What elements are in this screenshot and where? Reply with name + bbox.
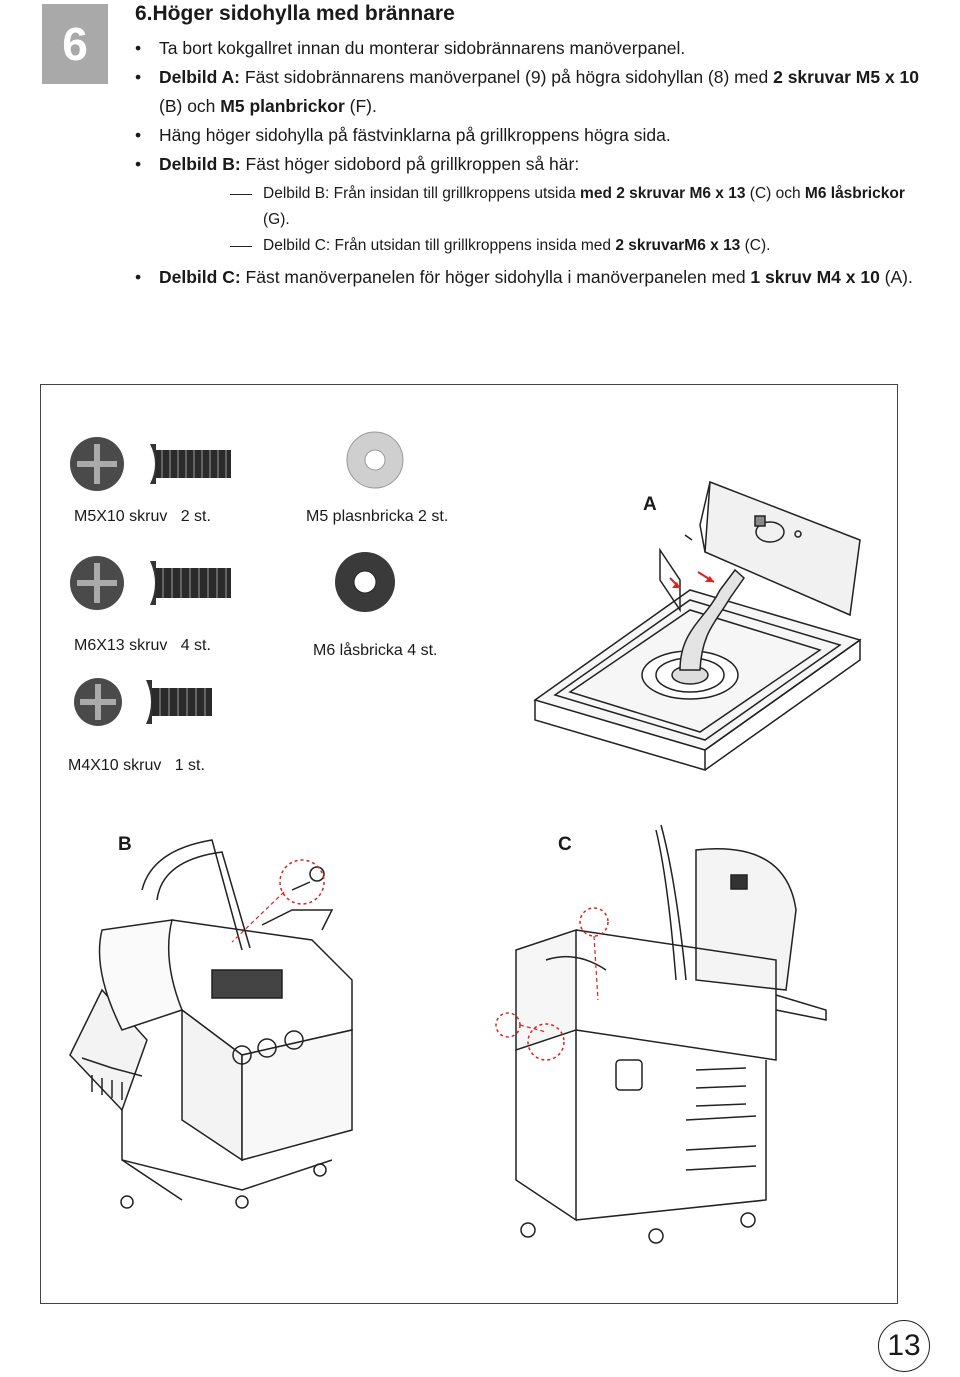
m5-screw-illustration	[70, 437, 231, 491]
text-run: 1 skruv M4 x 10	[750, 267, 880, 287]
panel-c-label: C	[558, 834, 572, 855]
m5-washer-illustration	[346, 431, 404, 489]
text-run: M5 planbrickor	[220, 96, 345, 116]
text-run: 2 skruvar M5 x 10	[773, 67, 920, 87]
grill-panel-b-illustration	[69, 839, 353, 1209]
page-number: 13	[878, 1320, 930, 1372]
instruction-item: Delbild B: Fäst höger sidobord på grillk…	[135, 150, 925, 179]
m6-screw-label: M6X13 skruv 4 st.	[74, 637, 211, 654]
m5-washer-label: M5 plasnbricka 2 st.	[306, 508, 449, 525]
instruction-item: Ta bort kokgallret innan du monterar sid…	[135, 34, 925, 63]
m6-screw-illustration	[70, 556, 231, 610]
instruction-item: Delbild C: Fäst manöverpanelen för höger…	[135, 263, 925, 292]
m4-screw-label: M4X10 skruv 1 st.	[68, 757, 205, 774]
text-run: (F).	[344, 96, 377, 116]
grill-panel-c-illustration	[495, 824, 827, 1244]
text-run: (C) och	[745, 185, 805, 202]
text-run: Delbild C:	[159, 267, 241, 287]
instruction-item: Delbild A: Fäst sidobrännarens manöverpa…	[135, 63, 925, 121]
text-run: Delbild B:	[159, 154, 241, 174]
text-run: (A).	[879, 267, 913, 287]
text-run: Fäst manöverpanelen för höger sidohylla …	[240, 267, 751, 287]
text-run: Delbild C: Från utsidan till grillkroppe…	[263, 237, 616, 254]
panel-b-label: B	[118, 834, 132, 855]
m6-lockwasher-illustration	[335, 552, 395, 612]
side-burner-panel-illustration	[533, 480, 862, 772]
text-run: 2 skruvarM6 x 13	[615, 237, 741, 254]
text-run: Delbild B: Från insidan till grillkroppe…	[263, 185, 581, 202]
sub-instruction-item: Delbild B: Från insidan till grillkroppe…	[135, 181, 925, 233]
text-run: M6 låsbrickor	[804, 185, 905, 202]
text-run: Fäst höger sidobord på grillkroppen så h…	[240, 154, 580, 174]
text-run: Fäst sidobrännarens manöverpanel (9) på …	[240, 67, 774, 87]
text-run: Delbild A:	[159, 67, 241, 87]
step-number-box: 6	[42, 4, 108, 84]
text-run: med 2 skruvar M6 x 13	[580, 185, 746, 202]
hardware-and-assembly-figure	[40, 384, 898, 1304]
instruction-item: Häng höger sidohylla på fästvinklarna på…	[135, 121, 925, 150]
sub-instruction-item: Delbild C: Från utsidan till grillkroppe…	[135, 233, 925, 259]
m5-screw-label: M5X10 skruv 2 st.	[74, 508, 211, 525]
text-run: (G).	[263, 211, 290, 228]
page-title: 6.Höger sidohylla med brännare	[135, 2, 455, 25]
m4-screw-illustration	[74, 678, 212, 726]
text-run: (C).	[740, 237, 771, 254]
m6-lockwasher-label: M6 låsbricka 4 st.	[313, 642, 438, 659]
sub-instruction-list: Delbild B: Från insidan till grillkroppe…	[135, 181, 925, 259]
text-run: Häng höger sidohylla på fästvinklarna på…	[159, 125, 671, 145]
text-run: Ta bort kokgallret innan du monterar sid…	[159, 38, 686, 58]
text-run: (B) och	[159, 96, 221, 116]
panel-a-label: A	[643, 494, 657, 515]
instruction-list: Ta bort kokgallret innan du monterar sid…	[135, 34, 925, 292]
